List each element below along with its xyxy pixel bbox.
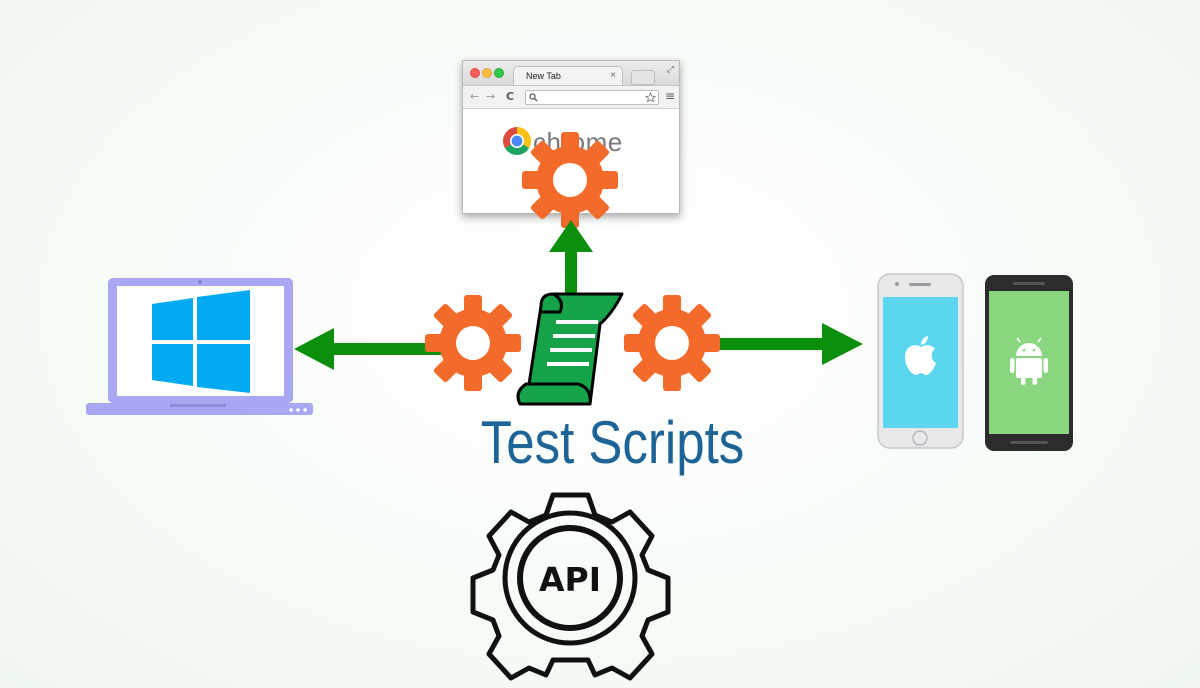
menu-icon: ≡ <box>664 89 675 103</box>
api-gear-icon <box>470 492 671 681</box>
reload-icon: C <box>506 90 515 103</box>
arrow-left-icon <box>294 328 442 370</box>
fullscreen-icon: ⤢ <box>666 65 674 75</box>
browser-tab: New Tab × <box>513 66 623 85</box>
back-icon: ← <box>470 90 480 103</box>
browser-titlebar: New Tab × ⤢ <box>463 61 679 86</box>
api-label: API <box>539 560 601 599</box>
gear-right-icon <box>624 295 720 391</box>
windows-laptop-icon <box>86 278 313 415</box>
android-phone-icon <box>985 275 1073 451</box>
minimize-dot-icon <box>482 68 492 78</box>
chrome-logo-icon <box>503 127 531 155</box>
diagram-title: Test Scripts <box>480 409 745 476</box>
maximize-dot-icon <box>494 68 504 78</box>
arrow-up-icon <box>549 220 593 306</box>
browser-tab-label: New Tab <box>526 71 561 81</box>
browser-toolbar: ← → C ≡ <box>463 86 679 109</box>
new-tab-icon <box>631 70 655 85</box>
gear-left-icon <box>425 295 521 391</box>
apple-logo-icon <box>905 336 936 375</box>
script-scroll-icon <box>516 292 624 406</box>
close-dot-icon <box>470 68 480 78</box>
tab-close-icon: × <box>610 70 616 81</box>
omnibox <box>525 90 659 105</box>
windows-logo-icon <box>152 290 250 393</box>
forward-icon: → <box>486 90 496 103</box>
star-icon <box>645 92 656 103</box>
android-logo-icon <box>1010 337 1048 385</box>
arrow-right-icon <box>710 323 863 365</box>
browser-window: New Tab × ⤢ ← → C ≡ chrome <box>462 60 680 214</box>
search-icon <box>529 93 538 102</box>
iphone-icon <box>877 273 964 449</box>
gear-top-icon <box>522 132 618 228</box>
